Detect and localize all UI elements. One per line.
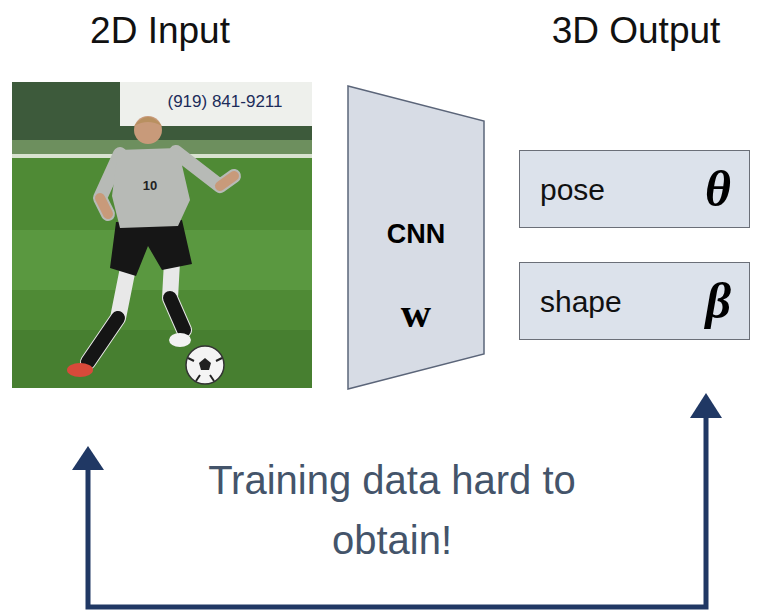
- weights-symbol: w: [347, 290, 485, 336]
- annotation-text: Training data hard to obtain!: [152, 450, 632, 570]
- parameter-name: shape: [540, 285, 622, 318]
- parameter-symbol: θ: [705, 162, 731, 217]
- parameter-name: pose: [540, 173, 605, 206]
- output-box: pose θ: [519, 150, 750, 228]
- column-heading: 2D Input: [20, 6, 300, 56]
- output-box: shape β: [519, 262, 750, 340]
- cnn-trapezoid: CNN w: [347, 85, 485, 390]
- column-heading: 3D Output: [500, 6, 772, 56]
- parameter-symbol: β: [705, 274, 731, 329]
- feedback-loop-arrow: [72, 393, 722, 607]
- banner-text: (919) 841-9211: [150, 92, 300, 112]
- jersey-number: 10: [138, 178, 162, 193]
- network-label: CNN: [347, 220, 485, 250]
- photo: [12, 82, 312, 388]
